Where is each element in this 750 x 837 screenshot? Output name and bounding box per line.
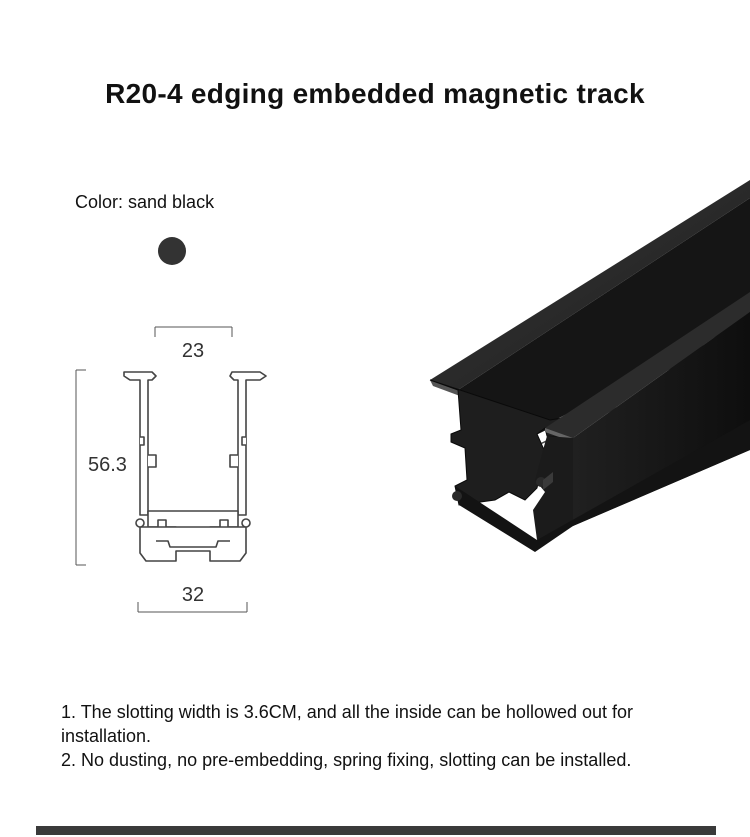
bottom-width-label: 32: [182, 584, 204, 606]
track-product-image: [429, 180, 750, 552]
page-title: R20-4 edging embedded magnetic track: [105, 78, 645, 109]
profile-outline: [123, 371, 267, 562]
bottom-dimension-line: [137, 602, 248, 613]
color-label: Color: sand black: [75, 192, 215, 212]
note-1: 1. The slotting width is 3.6CM, and all …: [61, 702, 634, 746]
height-dimension-line: [75, 369, 86, 566]
height-label: 56.3: [88, 454, 127, 476]
installation-notes: 1. The slotting width is 3.6CM, and all …: [61, 700, 701, 772]
top-width-label: 23: [182, 340, 204, 362]
note-2: 2. No dusting, no pre-embedding, spring …: [61, 750, 632, 770]
cross-section-drawing: 23 56.3 32: [75, 326, 267, 613]
top-dimension-line: [154, 326, 233, 337]
bottom-divider-bar: [36, 826, 716, 835]
color-swatch: [158, 237, 186, 265]
